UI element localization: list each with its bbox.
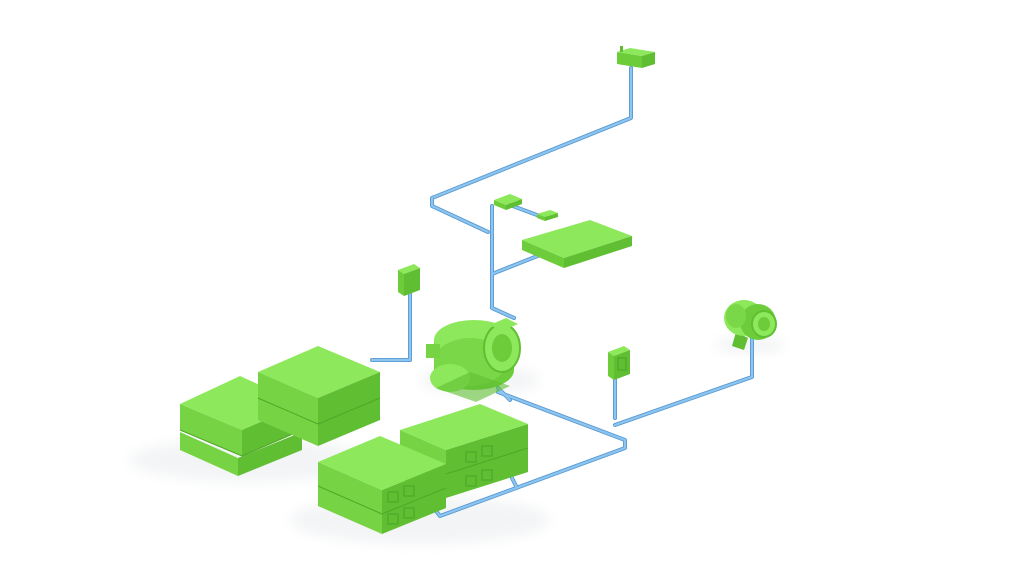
wall-sensor-left — [398, 264, 420, 296]
router-small-1 — [494, 194, 522, 210]
motor-pump-small — [724, 300, 777, 350]
control-panel — [522, 220, 632, 268]
piping-network — [370, 66, 754, 518]
motor-pump-main — [426, 318, 521, 402]
battery-cabinet-right — [257, 346, 381, 446]
wall-sensor-middle — [608, 346, 630, 380]
inverter-rack-front — [317, 436, 447, 534]
wall-sensor-top — [617, 46, 655, 68]
router-small-2 — [537, 210, 558, 221]
